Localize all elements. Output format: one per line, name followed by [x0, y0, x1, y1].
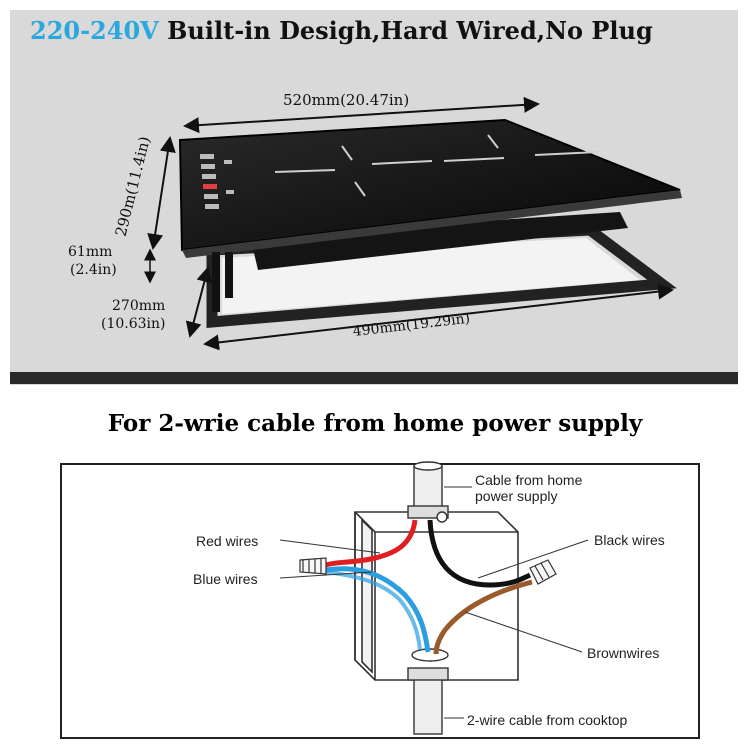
panel-divider-bar	[10, 372, 738, 384]
cutout-depth-in-label: (10.63in)	[101, 316, 166, 332]
height-mm-label: 61mm	[68, 244, 113, 260]
cable-home-label: Cable from home	[475, 472, 583, 488]
red-wires-label: Red wires	[196, 533, 259, 549]
voltage-label: 220-240V	[30, 16, 159, 45]
black-wires-label: Black wires	[594, 532, 665, 548]
bottom-conduit	[407, 648, 449, 735]
section-title: For 2-wrie cable from home power supply	[107, 410, 643, 437]
top-conduit	[407, 461, 449, 523]
cooktop-cable-label: 2-wire cable from cooktop	[467, 712, 628, 728]
top-width-dimension	[183, 96, 540, 134]
wire-nut-right	[529, 559, 557, 585]
wire-nut-left	[299, 557, 327, 575]
cooktop-dimension-drawing	[144, 96, 682, 351]
mount-leg-left	[212, 252, 220, 312]
burner-marks	[274, 134, 599, 197]
cooktop-edge	[182, 190, 682, 258]
red-wire	[325, 519, 418, 568]
cooktop-underbody	[250, 212, 628, 270]
control-panel	[200, 154, 234, 209]
depth-dimension	[147, 136, 176, 250]
cable-home-label-line2: power supply	[475, 488, 558, 504]
cutout-depth-mm-label: 270mm	[112, 298, 166, 314]
height-in-label: (2.4in)	[70, 262, 117, 278]
headline: 220-240V Built-in Desigh,Hard Wired,No P…	[30, 16, 730, 45]
cutout-depth-dimension	[185, 266, 213, 338]
brown-wire	[433, 579, 533, 655]
black-wire	[427, 519, 532, 588]
mount-leg-right	[225, 252, 233, 298]
top-width-label: 520mm(20.47in)	[283, 91, 410, 109]
blue-wire-1	[325, 566, 431, 653]
blue-wire-2	[325, 570, 422, 651]
blue-wires-label: Blue wires	[193, 571, 258, 587]
headline-title: Built-in Desigh,Hard Wired,No Plug	[167, 16, 653, 45]
cutout-width-dimension	[203, 283, 674, 351]
leader-lines	[279, 486, 589, 719]
brown-wires-label: Brownwires	[587, 645, 660, 661]
